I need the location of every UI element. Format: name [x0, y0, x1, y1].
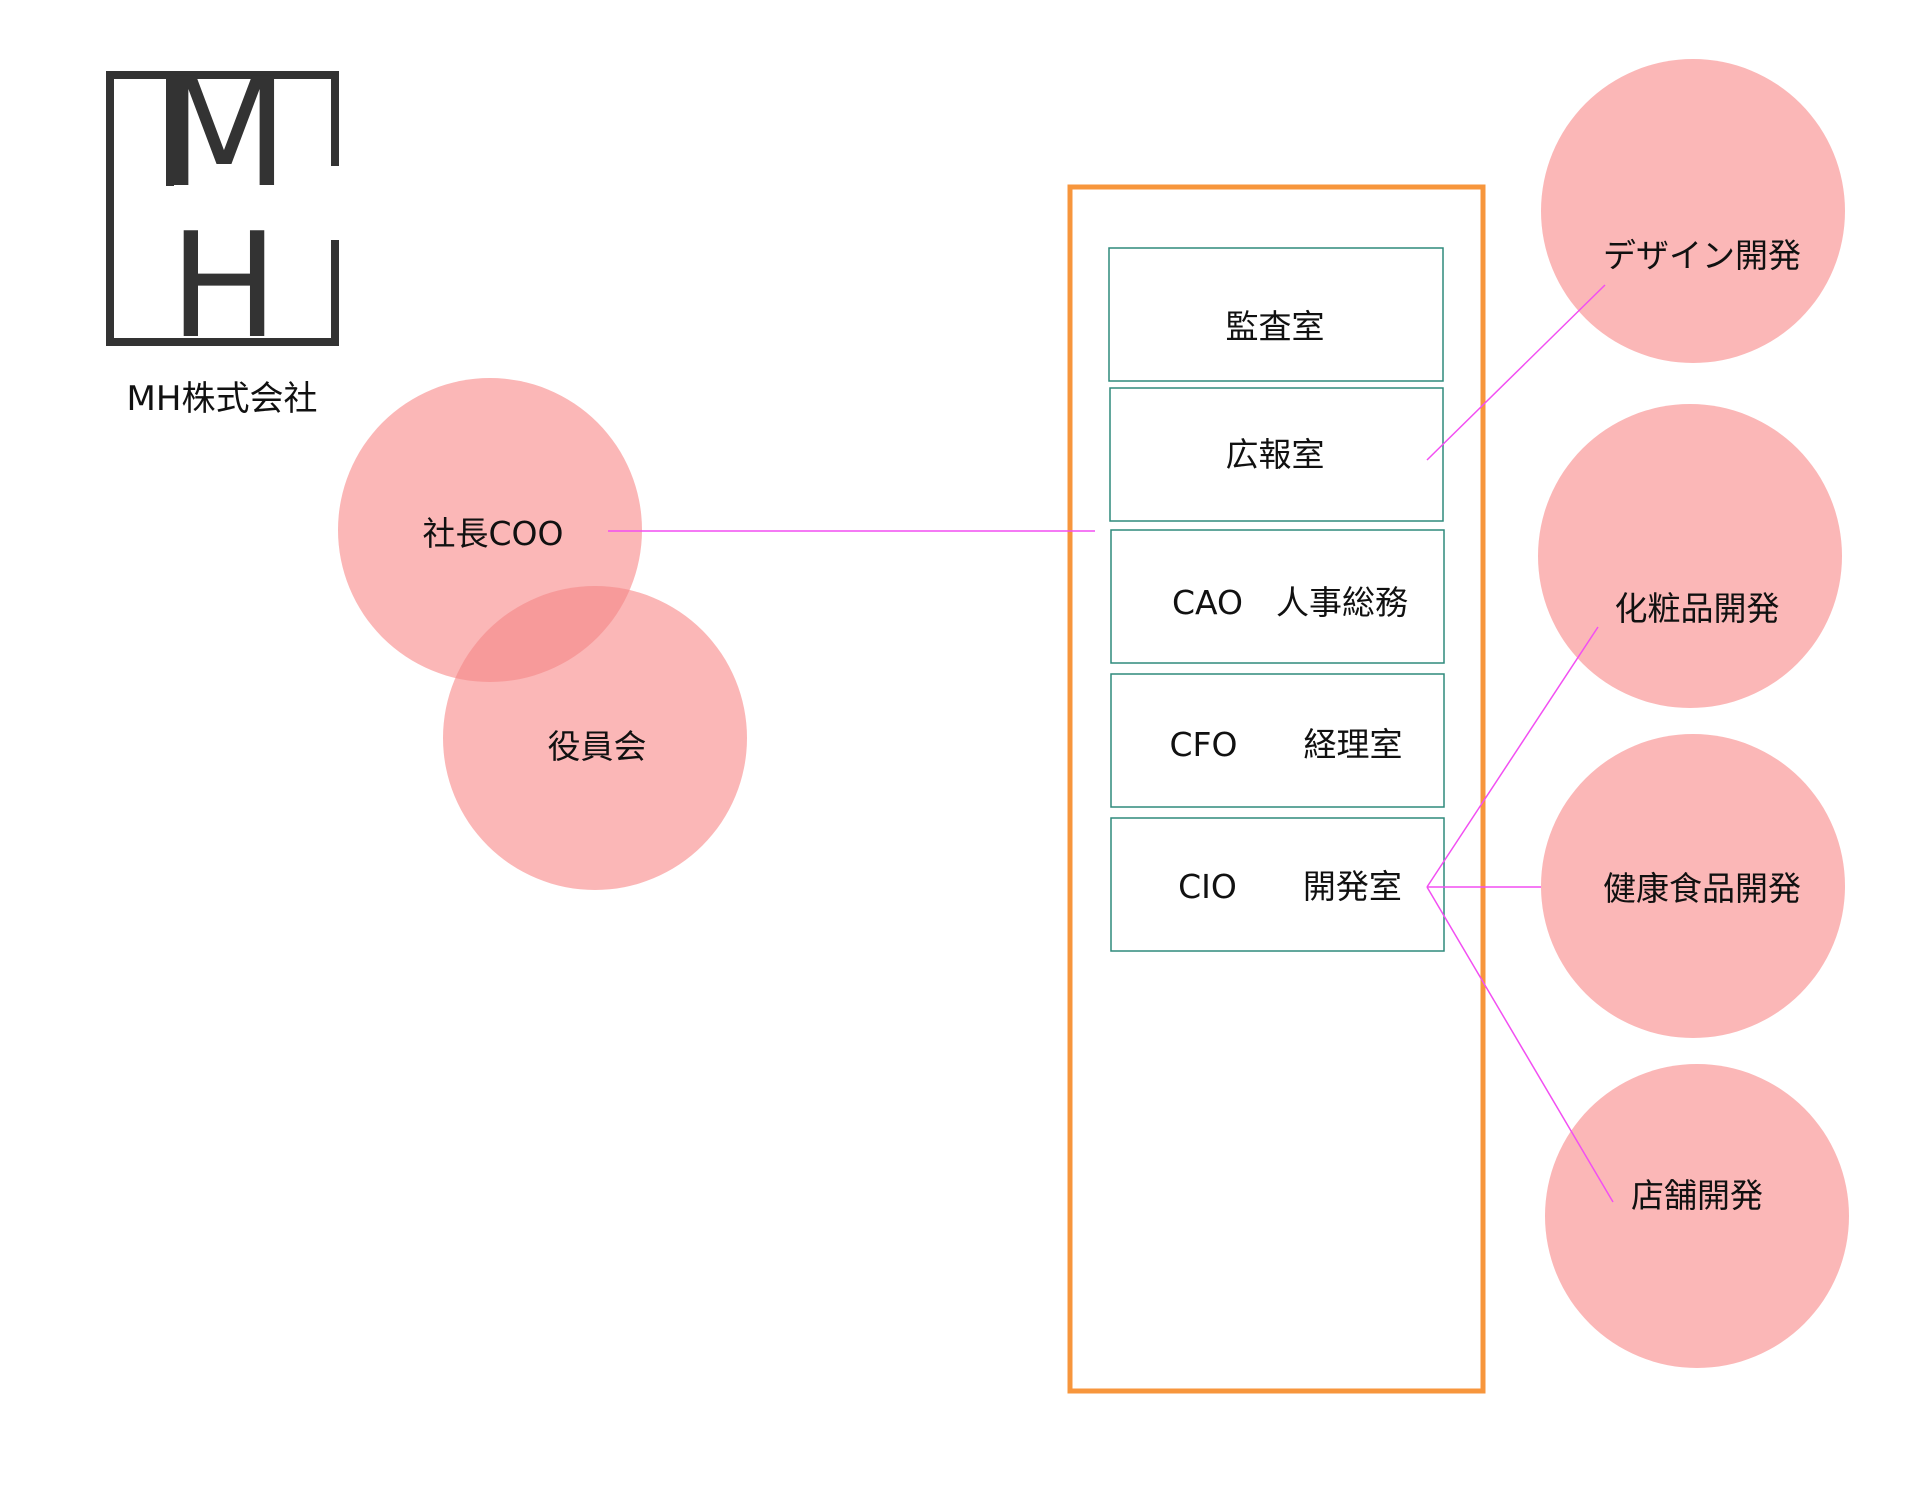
department-label-dev: CIO 開発室: [1178, 867, 1402, 906]
department-box-audit: [1108, 247, 1444, 382]
store-dev-circle: [1545, 1064, 1849, 1368]
department-label-pr: 広報室: [1226, 435, 1325, 474]
department-box-finance: [1110, 673, 1445, 808]
department-label-audit: 監査室: [1226, 307, 1325, 346]
logo-frame-bottom: [190, 240, 339, 346]
logo-letter-m: M: [159, 47, 288, 221]
health-food-dev-label: 健康食品開発: [1603, 869, 1801, 908]
store-dev-label: 店舗開発: [1631, 1176, 1763, 1215]
design-dev-label: デザイン開発: [1603, 236, 1801, 275]
connector-dev-to-cosmetics: [1426, 626, 1599, 888]
company-name: MH株式会社: [127, 379, 318, 419]
department-box-pr: [1109, 387, 1444, 522]
department-label-hr: CAO 人事総務: [1172, 583, 1408, 622]
departments-container: [1067, 184, 1486, 1394]
department-box-hr: [1110, 529, 1445, 664]
cosmetics-dev-label: 化粧品開発: [1615, 589, 1780, 628]
department-label-finance: CFO 経理室: [1170, 725, 1403, 764]
cosmetics-dev-circle: [1538, 404, 1842, 708]
company-logo: M H: [106, 47, 339, 371]
leadership-overlap: [443, 586, 642, 682]
connector-pr-to-design-dev: [1426, 284, 1606, 461]
department-box-dev: [1110, 817, 1445, 952]
design-dev-circle: [1541, 59, 1845, 363]
president-label: 社長COO: [423, 514, 564, 553]
connector-dev-to-store: [1426, 886, 1614, 1203]
logo-frame-top: [106, 71, 339, 346]
health-food-dev-circle: [1541, 734, 1845, 1038]
logo-letter-h: H: [169, 202, 278, 371]
board-label: 役員会: [548, 727, 647, 766]
